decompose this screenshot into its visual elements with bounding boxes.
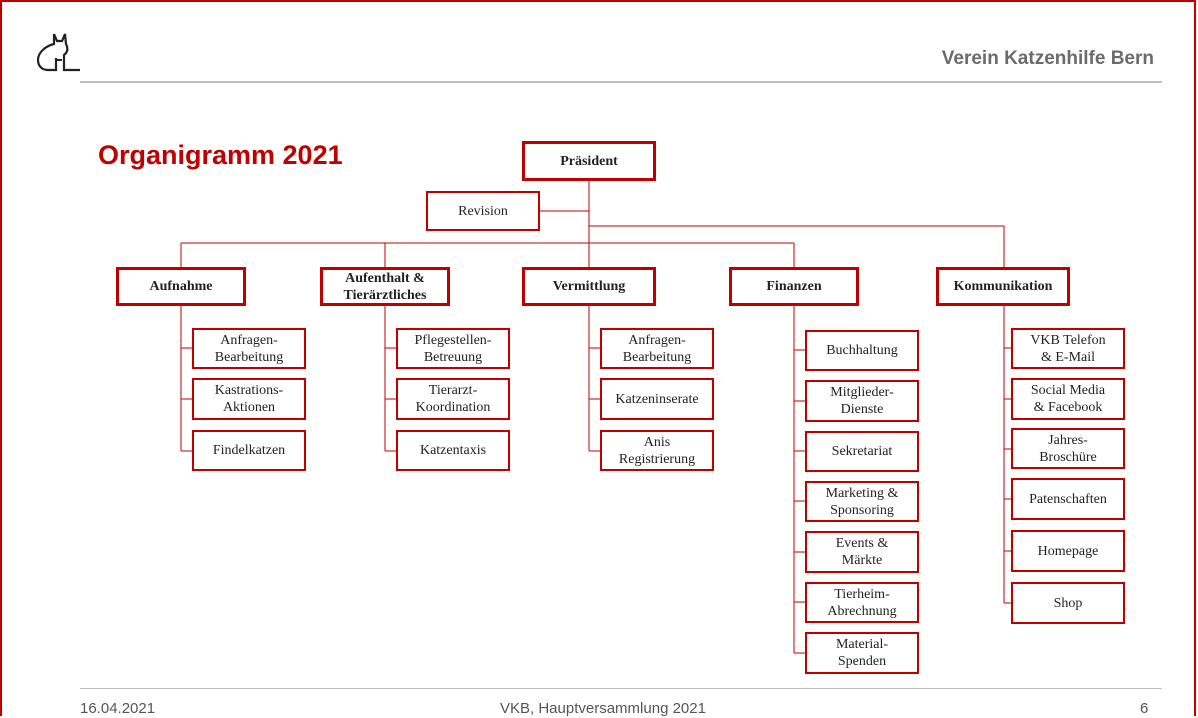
org-node-label: Finanzen	[766, 279, 822, 294]
org-node-label: Kommunikation	[953, 279, 1053, 294]
org-node-label: Social Media & Facebook	[1030, 383, 1106, 415]
org-node-department: Aufnahme	[116, 267, 246, 306]
org-node-unit: Sekretariat	[805, 431, 919, 472]
org-node-label: Anfragen- Bearbeitung	[214, 332, 284, 365]
org-node-label: Katzeninserate	[615, 391, 699, 407]
header-title: Verein Katzenhilfe Bern	[941, 48, 1154, 69]
org-node-department: Vermittlung	[522, 267, 656, 306]
footer-center: VKB, Hauptversammlung 2021	[500, 700, 706, 717]
org-node-label: Aufenthalt & Tierärztliches	[343, 270, 427, 303]
org-node-label: VKB Telefon & E-Mail	[1030, 332, 1106, 365]
org-node-unit: Buchhaltung	[805, 330, 919, 371]
org-node-unit: Material- Spenden	[805, 632, 919, 674]
org-node-unit: Pflegestellen- Betreuung	[396, 328, 510, 369]
org-node-label: Jahres- Broschüre	[1039, 432, 1097, 465]
org-node-revision: Revision	[426, 191, 540, 231]
org-node-department: Kommunikation	[936, 267, 1070, 306]
slide-title: Organigramm 2021	[98, 140, 343, 170]
org-node-unit: Anis Registrierung	[600, 430, 714, 471]
org-node-unit: Patenschaften	[1011, 478, 1125, 520]
org-node-unit: VKB Telefon & E-Mail	[1011, 328, 1125, 369]
org-node-unit: Events & Märkte	[805, 531, 919, 573]
org-node-unit: Katzentaxis	[396, 430, 510, 471]
org-node-label: Homepage	[1037, 543, 1099, 559]
org-node-label: Events & Märkte	[835, 536, 889, 568]
org-node-president: Präsident	[522, 141, 656, 181]
org-node-unit: Anfragen- Bearbeitung	[192, 328, 306, 369]
org-node-label: Sekretariat	[831, 444, 893, 459]
header-rule	[80, 81, 1162, 83]
org-node-label: Katzentaxis	[419, 443, 487, 458]
org-node-label: Mitglieder- Dienste	[830, 385, 894, 417]
footer-page-number: 6	[1140, 700, 1149, 717]
footer-rule	[80, 688, 1162, 689]
org-node-label: Anfragen- Bearbeitung	[622, 332, 692, 365]
org-node-unit: Findelkatzen	[192, 430, 306, 471]
footer-date: 16.04.2021	[80, 700, 156, 717]
org-node-unit: Tierarzt- Koordination	[396, 378, 510, 420]
org-node-label: Material- Spenden	[835, 637, 889, 669]
org-node-unit: Tierheim- Abrechnung	[805, 582, 919, 623]
org-node-unit: Anfragen- Bearbeitung	[600, 328, 714, 369]
org-node-unit: Mitglieder- Dienste	[805, 380, 919, 422]
org-node-label: Marketing & Sponsoring	[825, 485, 899, 518]
org-node-unit: Homepage	[1011, 530, 1125, 572]
org-node-label: Patenschaften	[1029, 491, 1107, 507]
org-node-label: Tierheim- Abrechnung	[827, 586, 897, 619]
cat-logo-icon	[36, 33, 80, 72]
org-node-unit: Katzeninserate	[600, 378, 714, 420]
org-node-unit: Social Media & Facebook	[1011, 378, 1125, 420]
org-node-label: Revision	[458, 203, 508, 219]
org-node-unit: Jahres- Broschüre	[1011, 428, 1125, 469]
org-node-label: Buchhaltung	[826, 343, 898, 358]
org-node-department: Finanzen	[729, 267, 859, 306]
org-node-label: Anis Registrierung	[618, 434, 696, 467]
org-node-label: Tierarzt- Koordination	[415, 383, 491, 415]
org-node-label: Pflegestellen- Betreuung	[414, 332, 492, 365]
org-node-label: Vermittlung	[552, 279, 626, 294]
org-node-department: Aufenthalt & Tierärztliches	[320, 267, 450, 306]
org-node-label: Kastrations- Aktionen	[214, 383, 284, 415]
org-node-label: Shop	[1053, 595, 1083, 611]
org-node-unit: Kastrations- Aktionen	[192, 378, 306, 420]
org-node-label: Präsident	[560, 153, 618, 169]
org-node-label: Findelkatzen	[212, 443, 286, 458]
org-node-label: Aufnahme	[149, 279, 213, 294]
org-node-unit: Marketing & Sponsoring	[805, 481, 919, 522]
org-node-unit: Shop	[1011, 582, 1125, 624]
